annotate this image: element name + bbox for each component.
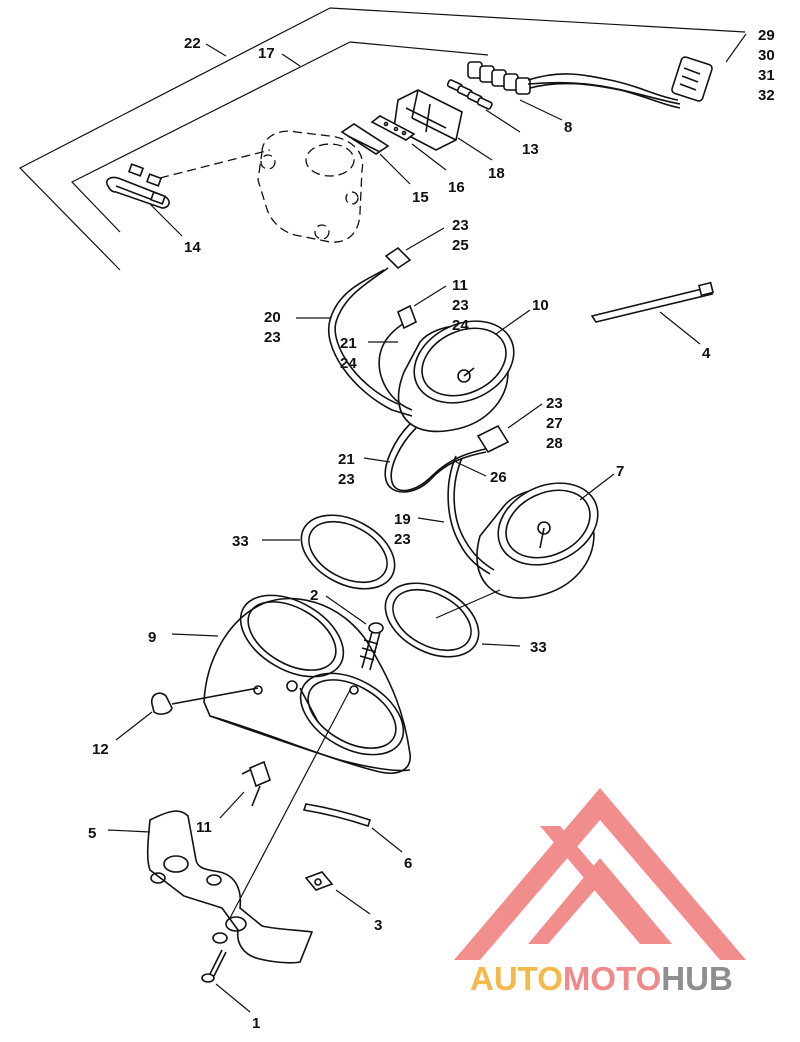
callout-11-b: 11 xyxy=(196,819,212,836)
callout-2: 2 xyxy=(310,587,318,604)
callout-14: 14 xyxy=(184,239,201,256)
instrument-housing-9 xyxy=(203,594,411,774)
callout-9: 9 xyxy=(148,629,156,646)
callout-21-a: 21 xyxy=(340,335,357,352)
callout-23-f: 23 xyxy=(394,531,411,548)
lamp-socket-11 xyxy=(241,760,271,807)
callout-13: 13 xyxy=(522,141,539,158)
callout-24-b: 24 xyxy=(340,355,357,372)
grommet-12 xyxy=(150,687,259,715)
speedometer-10 xyxy=(397,320,515,433)
secondary-lock-16 xyxy=(370,115,416,141)
indicator-lamp-14 xyxy=(105,149,271,209)
callout-28: 28 xyxy=(546,435,563,452)
callout-1: 1 xyxy=(252,1015,260,1032)
watermark-logo xyxy=(454,788,746,960)
clip-nut-3 xyxy=(304,871,334,891)
callout-8: 8 xyxy=(564,119,572,136)
callout-4: 4 xyxy=(702,345,711,362)
callout-29: 29 xyxy=(758,27,775,44)
gauge-wiring xyxy=(327,246,510,575)
callout-33-b: 33 xyxy=(530,639,547,656)
connector-housing-18 xyxy=(393,89,463,151)
callout-23-b: 23 xyxy=(452,297,469,314)
callout-11-a: 11 xyxy=(452,277,468,294)
callout-21-b: 21 xyxy=(338,451,355,468)
logo-stripe xyxy=(540,826,660,944)
callout-20: 20 xyxy=(264,309,281,326)
callout-10: 10 xyxy=(532,297,549,314)
gasket-33-lower xyxy=(384,582,480,658)
callout-30: 30 xyxy=(758,47,775,64)
callout-23-a: 23 xyxy=(452,217,469,234)
screw-2 xyxy=(359,622,384,671)
callout-7: 7 xyxy=(616,463,624,480)
cable-strap-4 xyxy=(590,281,715,323)
callout-25: 25 xyxy=(452,237,469,254)
callout-3: 3 xyxy=(374,917,382,934)
mounting-bracket-dashed xyxy=(257,130,364,243)
watermark-text: AUTOMOTOHUB xyxy=(470,960,733,997)
callout-24-a: 24 xyxy=(452,317,469,334)
callout-19: 19 xyxy=(394,511,411,528)
terminals-13 xyxy=(446,79,493,110)
callout-23-c: 23 xyxy=(264,329,281,346)
callout-6: 6 xyxy=(404,855,412,872)
callout-5: 5 xyxy=(88,825,96,842)
watermark-hub: HUB xyxy=(661,960,733,997)
lamp-holder-15 xyxy=(340,123,390,155)
callout-12: 12 xyxy=(92,741,109,758)
callout-23-d: 23 xyxy=(546,395,563,412)
callout-33-a: 33 xyxy=(232,533,249,550)
harness-connector-8 xyxy=(467,56,713,109)
callout-27: 27 xyxy=(546,415,563,432)
callout-31: 31 xyxy=(758,67,775,84)
callout-26: 26 xyxy=(490,469,507,486)
bracket-5 xyxy=(146,810,314,964)
assembly-boundary-lines xyxy=(19,7,746,271)
callout-23-e: 23 xyxy=(338,471,355,488)
callout-18: 18 xyxy=(488,165,505,182)
watermark-auto: AUTO xyxy=(470,960,563,997)
assembly-axis-lines xyxy=(229,589,501,919)
watermark-moto: MOTO xyxy=(563,960,661,997)
trim-strip-6 xyxy=(302,803,372,828)
callout-22: 22 xyxy=(184,35,201,52)
callout-16: 16 xyxy=(448,179,465,196)
gasket-33-upper xyxy=(300,514,396,590)
leader-lines xyxy=(107,33,747,1013)
callout-17: 17 xyxy=(258,45,275,62)
logo-outer-triangle xyxy=(454,788,746,960)
callout-15: 15 xyxy=(412,189,429,206)
tachometer-7 xyxy=(476,482,599,599)
callout-labels: 22 17 29 30 31 32 8 13 18 16 15 14 23 25… xyxy=(88,27,775,1032)
screw-1 xyxy=(201,949,227,983)
callout-32: 32 xyxy=(758,87,775,104)
